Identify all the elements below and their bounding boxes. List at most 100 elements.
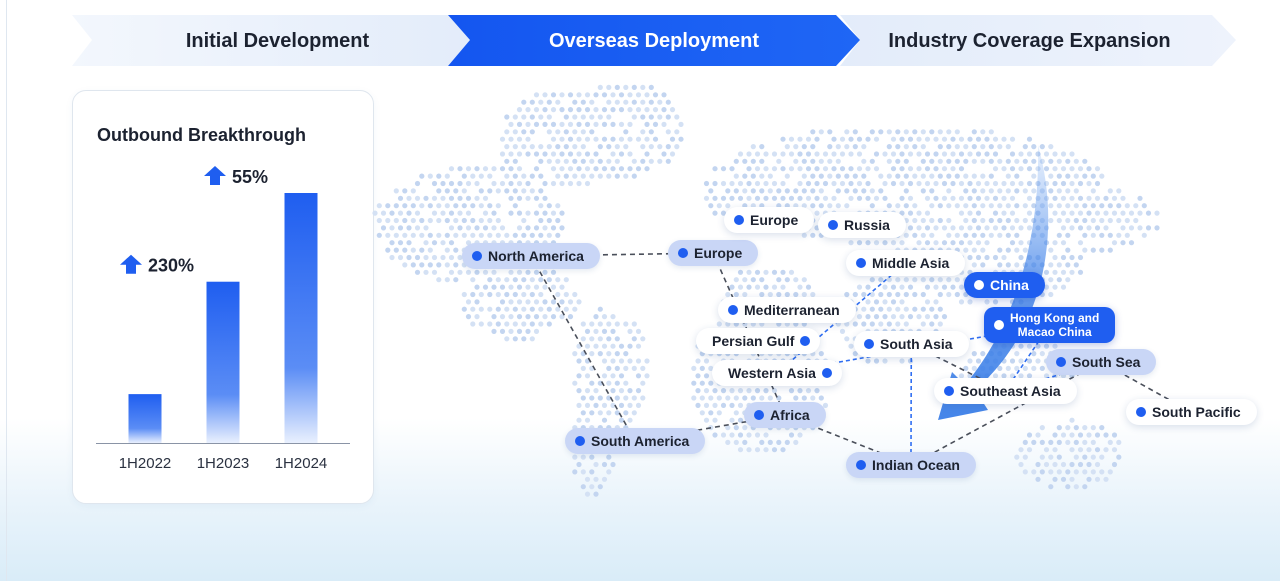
map-dot	[1082, 484, 1088, 490]
map-dot	[822, 166, 829, 172]
map-dot	[861, 158, 867, 164]
map-dot	[504, 277, 510, 283]
map-dot	[920, 232, 926, 238]
map-dot	[491, 284, 497, 290]
stage-initial-development: Initial Development	[185, 30, 370, 52]
map-dot	[924, 166, 931, 172]
map-dot	[767, 188, 773, 194]
pin-dot-icon	[472, 251, 482, 261]
map-dot	[1094, 476, 1101, 482]
map-dot	[890, 314, 897, 320]
map-dot	[1069, 225, 1075, 231]
map-dot	[431, 195, 438, 201]
map-dot	[1086, 447, 1092, 453]
map-dot	[865, 358, 871, 364]
map-dot	[461, 188, 467, 194]
map-dot	[546, 144, 552, 150]
map-dot	[1056, 173, 1062, 179]
map-dot	[580, 454, 586, 460]
map-dot	[759, 291, 765, 298]
region-label: Europe	[694, 245, 743, 261]
map-dot	[648, 99, 654, 105]
map-dot	[937, 144, 943, 150]
map-dot	[1069, 447, 1075, 453]
map-dot	[580, 99, 586, 105]
map-dot	[614, 144, 620, 150]
growth-label: 230%	[148, 256, 194, 276]
map-dot	[1077, 432, 1084, 438]
map-dot	[797, 136, 803, 142]
map-dot	[1103, 476, 1109, 482]
map-dot	[542, 225, 548, 231]
map-dot	[958, 240, 965, 246]
map-dot	[984, 225, 990, 231]
map-dot	[878, 188, 884, 194]
map-dot	[788, 166, 795, 172]
map-dot	[453, 277, 459, 283]
region-hong-kong-macao: Hong Kong and Macao China	[984, 307, 1116, 343]
map-dot	[716, 410, 722, 416]
map-dot	[1018, 343, 1024, 349]
map-dot	[992, 373, 999, 379]
map-dot	[474, 314, 480, 320]
map-dot	[461, 232, 467, 238]
map-dot	[529, 173, 535, 179]
map-dot	[448, 166, 455, 172]
map-dot	[584, 373, 591, 379]
map-dot	[644, 166, 650, 172]
map-dot	[742, 188, 748, 194]
map-dot	[555, 99, 561, 105]
map-dot	[729, 166, 735, 172]
map-dot	[1069, 210, 1075, 216]
map-dot	[402, 203, 408, 209]
map-dot	[563, 173, 569, 179]
map-dot	[856, 136, 863, 142]
map-dot	[1065, 262, 1071, 268]
map-dot	[980, 232, 986, 238]
map-dot	[640, 380, 646, 386]
map-dot	[869, 203, 875, 209]
map-dot	[1031, 439, 1037, 445]
pin-dot-icon	[1056, 357, 1066, 367]
map-dot	[848, 136, 854, 142]
map-dot	[856, 284, 863, 290]
map-dot	[465, 299, 472, 305]
map-dot	[703, 417, 710, 423]
map-dot	[635, 166, 642, 172]
map-dot	[444, 217, 450, 224]
map-dot	[538, 321, 544, 327]
map-dot	[720, 402, 727, 408]
map-dot	[627, 121, 633, 127]
map-dot	[750, 144, 756, 150]
map-dot	[750, 277, 756, 283]
map-dot	[1031, 469, 1037, 475]
map-dot	[1077, 210, 1084, 216]
map-dot	[1056, 188, 1062, 194]
map-dot	[912, 291, 918, 298]
map-dot	[555, 277, 561, 283]
map-dot	[589, 336, 595, 342]
map-dot	[869, 291, 875, 298]
map-dot	[763, 388, 769, 394]
map-dot	[797, 388, 803, 394]
map-dot	[635, 92, 642, 98]
map-dot	[584, 136, 591, 142]
map-dot	[716, 203, 722, 209]
map-dot	[538, 277, 544, 283]
map-dot	[920, 217, 926, 224]
map-dot	[1145, 225, 1152, 231]
map-dot	[678, 121, 684, 127]
map-dot	[1056, 158, 1062, 164]
map-dot	[865, 284, 871, 290]
map-dot	[427, 247, 433, 253]
map-dot	[907, 225, 914, 231]
map-dot	[869, 277, 875, 283]
map-dot	[614, 173, 620, 179]
region-indian-ocean: Indian Ocean	[846, 452, 976, 478]
map-dot	[776, 158, 782, 164]
map-dot	[695, 388, 701, 394]
map-dot	[793, 203, 799, 209]
x-tick-label: 1H2024	[275, 455, 328, 472]
map-dot	[725, 425, 731, 431]
